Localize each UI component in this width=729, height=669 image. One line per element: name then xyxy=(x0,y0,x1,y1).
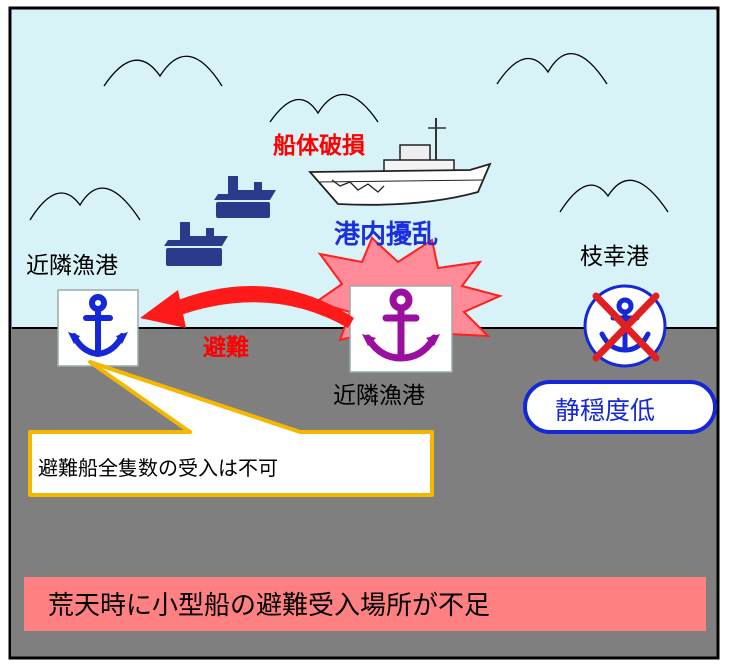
callout-box xyxy=(28,360,434,497)
harbor-disturbance-label: 港内擾乱 xyxy=(334,220,439,250)
calm-low-label: 静穏度低 xyxy=(555,396,656,425)
frame-border xyxy=(8,6,720,660)
calm-low-box xyxy=(523,380,717,434)
hull-damage-label: 船体破損 xyxy=(273,133,365,159)
center-port-label: 近隣漁港 xyxy=(333,383,425,409)
left-port-label: 近隣漁港 xyxy=(26,253,118,279)
right-port-label: 枝幸港 xyxy=(580,244,649,270)
fishing-boat-icon xyxy=(214,176,276,218)
mountain-icon xyxy=(103,55,223,87)
mountain-icon xyxy=(269,94,379,123)
evacuation-label: 避難 xyxy=(203,335,249,361)
bottom-banner xyxy=(24,577,706,631)
mountain-icon xyxy=(496,53,608,85)
mountain-icon xyxy=(29,187,141,221)
fishing-boat-icon xyxy=(164,222,228,266)
mountain-icon xyxy=(559,179,669,213)
evacuation-arrow xyxy=(140,286,354,328)
callout-text: 避難船全隻数の受入は不可 xyxy=(38,456,278,480)
bottom-banner-text: 荒天時に小型船の避難受入場所が不足 xyxy=(48,591,491,621)
cross-icon xyxy=(592,292,660,362)
ship-icon xyxy=(308,118,492,206)
